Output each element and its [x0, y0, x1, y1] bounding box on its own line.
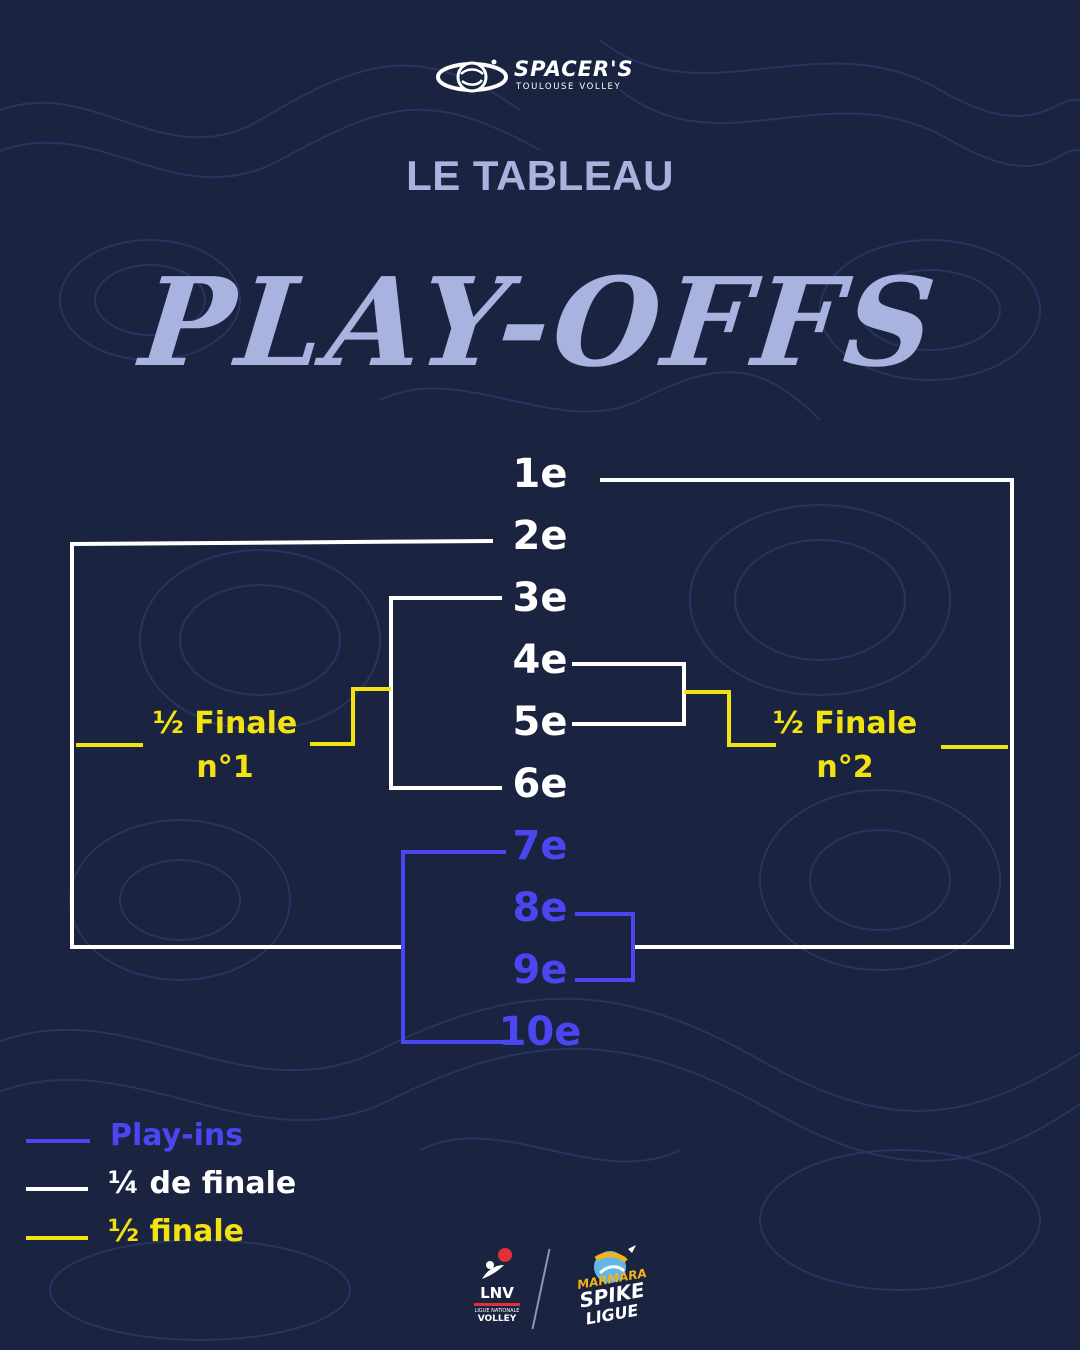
- semi-1-label: ½ Finale: [152, 706, 298, 741]
- semi-1-number: n°1: [196, 750, 254, 785]
- lnv-logo-text: LNV: [480, 1284, 514, 1302]
- rank-4: 4e: [512, 637, 568, 683]
- semi-2-connector: [684, 690, 776, 747]
- bracket-line-2e: [70, 539, 494, 949]
- rank-3: 3e: [512, 575, 568, 621]
- rank-9: 9e: [512, 947, 568, 993]
- legend-label-quarter: ¼ de finale: [108, 1166, 297, 1201]
- club-subname: TOULOUSE VOLLEY: [516, 82, 622, 92]
- rank-7: 7e: [512, 823, 568, 869]
- bracket-line-7e-10e: [401, 850, 506, 1044]
- lnv-logo-bar: [474, 1303, 520, 1306]
- rank-2: 2e: [512, 513, 568, 559]
- rank-5: 5e: [512, 699, 568, 745]
- lnv-ball-icon: [482, 1248, 512, 1279]
- rank-1: 1e: [512, 451, 568, 497]
- rank-8: 8e: [512, 885, 568, 931]
- club-name: SPACER'S: [514, 57, 634, 81]
- semi-2-label: ½ Finale: [772, 706, 918, 741]
- bracket-line-1e: [600, 478, 1014, 949]
- semi-1-connector: [310, 687, 391, 746]
- legend-label-play-ins: Play-ins: [110, 1118, 244, 1153]
- bracket-line-3e-6e: [389, 596, 502, 790]
- spacers-logo-icon: [436, 59, 508, 93]
- legend-label-semi: ½ finale: [108, 1214, 244, 1249]
- legend-swatch-semi: [26, 1236, 88, 1240]
- legend-swatch-play-ins: [26, 1139, 90, 1143]
- legend-swatch-quarter: [26, 1187, 88, 1191]
- rank-10: 10e: [498, 1009, 582, 1055]
- rank-6: 6e: [512, 761, 568, 807]
- page-subtitle: LE TABLEAU: [406, 152, 674, 199]
- bracket-line-8e-9e: [575, 912, 635, 982]
- lnv-logo-sub2: VOLLEY: [477, 1314, 517, 1324]
- marmara-ball-icon: [594, 1245, 636, 1283]
- semi-2-number: n°2: [816, 750, 874, 785]
- lnv-logo-sub: LIGUE NATIONALE: [474, 1308, 520, 1314]
